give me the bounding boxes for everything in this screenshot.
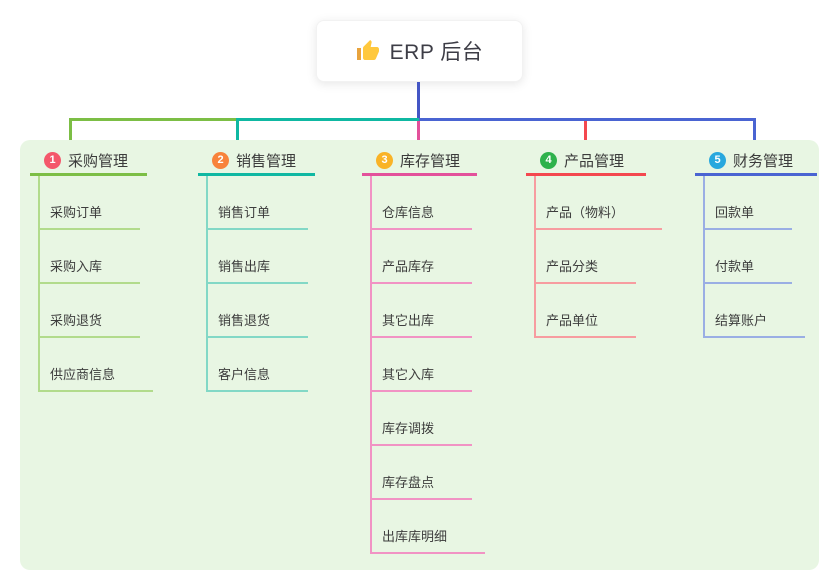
child-node[interactable]: 销售退货 (208, 284, 309, 338)
branch-inventory: 3 库存管理 仓库信息 产品库存 其它出库 其它入库 库存调拨 库存盘点 出库库… (362, 148, 486, 554)
branch-title: 产品管理 (564, 153, 625, 170)
child-node[interactable]: 付款单 (705, 230, 793, 284)
child-node[interactable]: 仓库信息 (372, 176, 473, 230)
child-node[interactable]: 客户信息 (208, 338, 309, 392)
child-node[interactable]: 采购订单 (40, 176, 141, 230)
child-node[interactable]: 采购入库 (40, 230, 141, 284)
child-node[interactable]: 出库库明细 (372, 500, 486, 554)
child-node[interactable]: 采购退货 (40, 284, 141, 338)
branch-title: 财务管理 (733, 153, 794, 170)
branch-number-badge: 2 (212, 152, 229, 169)
connector-drop-finance (753, 118, 756, 147)
branch-node-inventory[interactable]: 3 库存管理 (362, 148, 477, 176)
branch-number-badge: 4 (540, 152, 557, 169)
mindmap-panel: 1 采购管理 采购订单 采购入库 采购退货 供应商信息 2 销售管理 销售订单 … (20, 140, 819, 570)
child-node[interactable]: 回款单 (705, 176, 793, 230)
connector-bus-purchase (69, 118, 237, 121)
connector-bus-sales (237, 118, 419, 121)
child-node[interactable]: 结算账户 (705, 284, 806, 338)
branch-purchase: 1 采购管理 采购订单 采购入库 采购退货 供应商信息 (30, 148, 154, 392)
child-node[interactable]: 其它出库 (372, 284, 473, 338)
child-node[interactable]: 其它入库 (372, 338, 473, 392)
child-node[interactable]: 产品库存 (372, 230, 473, 284)
branch-finance: 5 财务管理 回款单 付款单 结算账户 (695, 148, 817, 338)
thumbs-up-icon (356, 40, 379, 60)
branch-node-product[interactable]: 4 产品管理 (526, 148, 646, 176)
branch-node-finance[interactable]: 5 财务管理 (695, 148, 817, 176)
root-node[interactable]: ERP 后台 (316, 20, 523, 82)
connector-drop-inventory (417, 121, 420, 147)
branch-node-sales[interactable]: 2 销售管理 (198, 148, 315, 176)
branch-product: 4 产品管理 产品（物料） 产品分类 产品单位 (526, 148, 663, 338)
branch-number-badge: 3 (376, 152, 393, 169)
child-node[interactable]: 供应商信息 (40, 338, 154, 392)
branch-children: 销售订单 销售出库 销售退货 客户信息 (206, 176, 315, 392)
child-node[interactable]: 销售订单 (208, 176, 309, 230)
child-node[interactable]: 产品单位 (536, 284, 637, 338)
child-node[interactable]: 库存调拨 (372, 392, 473, 446)
branch-children: 仓库信息 产品库存 其它出库 其它入库 库存调拨 库存盘点 出库库明细 (370, 176, 486, 554)
branch-children: 产品（物料） 产品分类 产品单位 (534, 176, 663, 338)
branch-number-badge: 5 (709, 152, 726, 169)
branch-node-purchase[interactable]: 1 采购管理 (30, 148, 147, 176)
branch-children: 回款单 付款单 结算账户 (703, 176, 817, 338)
child-node[interactable]: 库存盘点 (372, 446, 473, 500)
branch-title: 库存管理 (400, 153, 461, 170)
connector-bus-finance (419, 118, 756, 121)
branch-children: 采购订单 采购入库 采购退货 供应商信息 (38, 176, 154, 392)
child-node[interactable]: 销售出库 (208, 230, 309, 284)
connector-drop-product (584, 121, 587, 147)
connector-drop-purchase (69, 118, 72, 147)
connector-drop-sales (236, 118, 239, 147)
child-node[interactable]: 产品（物料） (536, 176, 663, 230)
root-title: ERP 后台 (389, 41, 484, 64)
connector-root-drop (417, 82, 420, 121)
branch-title: 采购管理 (68, 153, 129, 170)
branch-title: 销售管理 (236, 153, 297, 170)
child-node[interactable]: 产品分类 (536, 230, 637, 284)
branch-number-badge: 1 (44, 152, 61, 169)
branch-sales: 2 销售管理 销售订单 销售出库 销售退货 客户信息 (198, 148, 315, 392)
